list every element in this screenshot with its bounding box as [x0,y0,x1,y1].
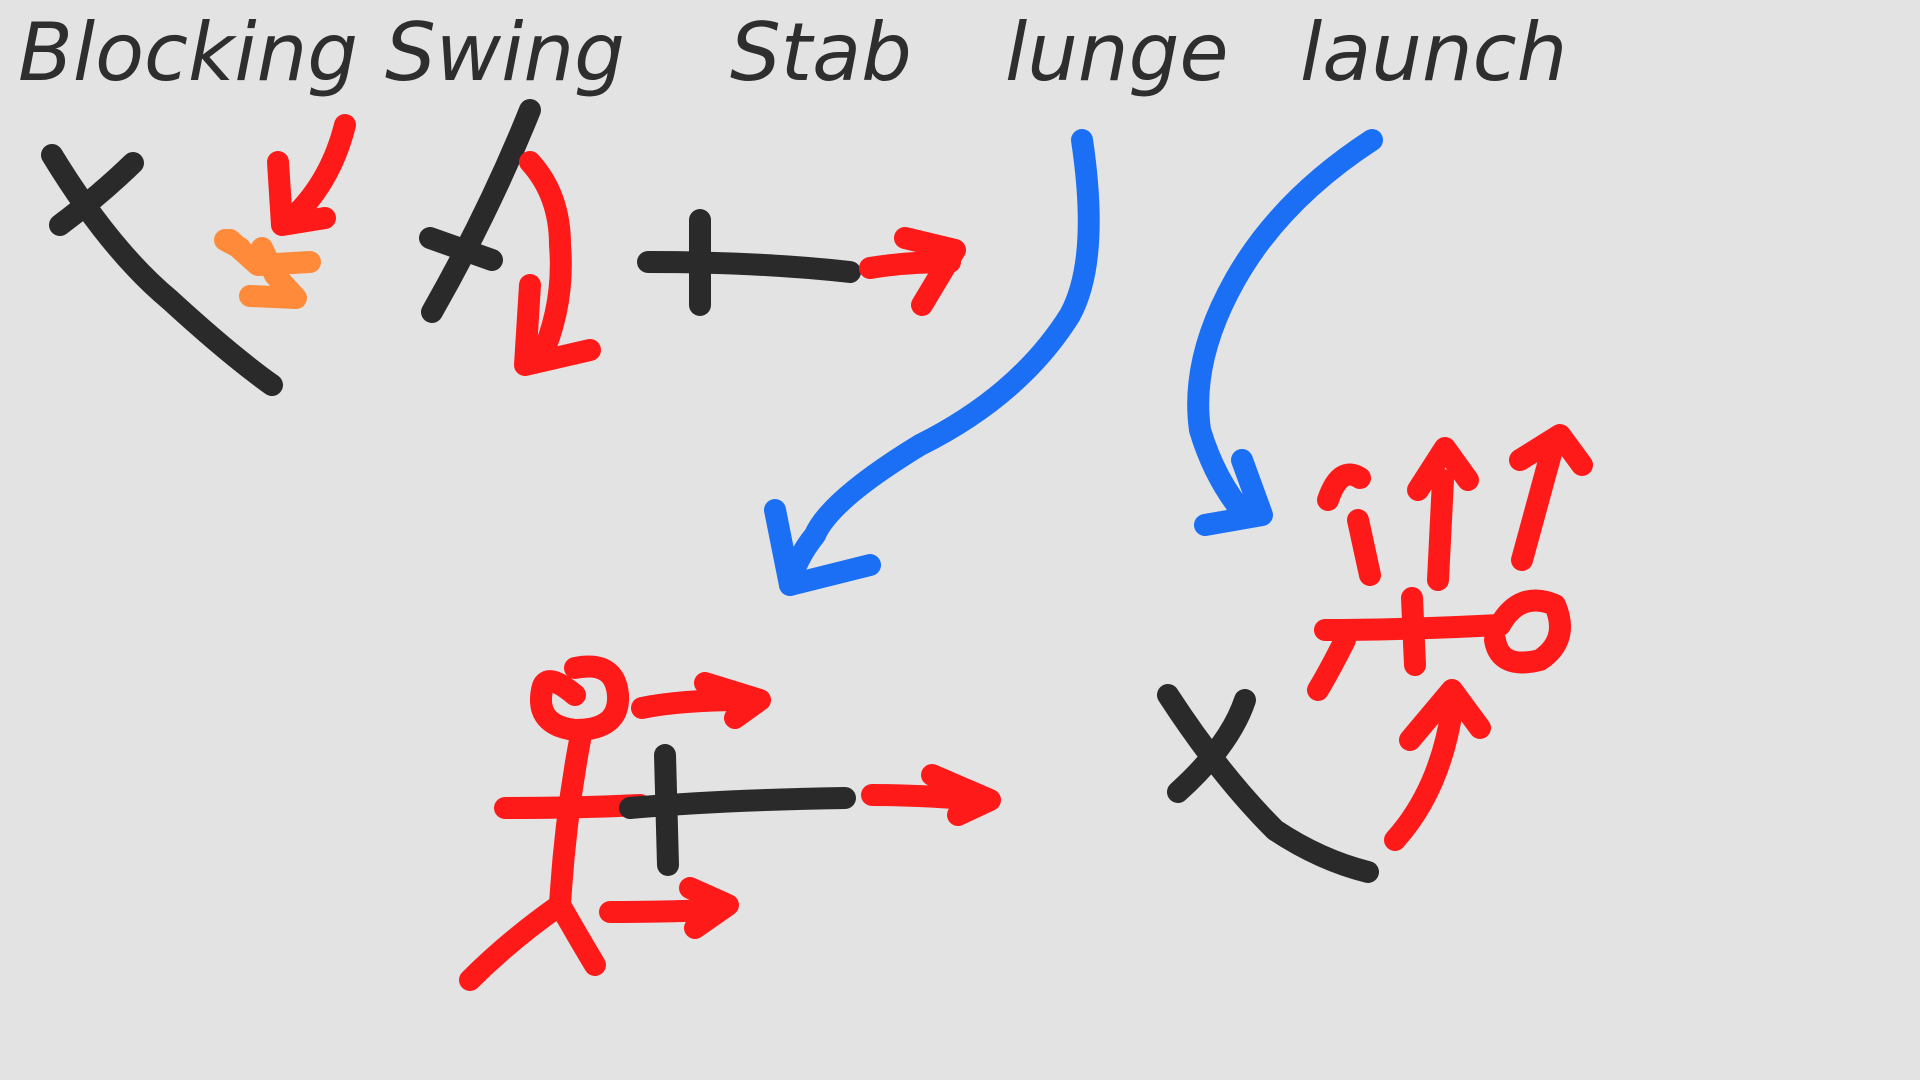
label-stab: Stab [730,6,912,99]
launch-upward-arrow [1384,679,1491,851]
lunge-stick-figure [459,655,651,991]
swing-arc-arrow [514,151,601,376]
label-lunge: lunge [1005,6,1229,99]
label-blocking: Blocking [18,6,358,99]
stab-sword [637,209,861,316]
label-launch: launch [1300,6,1567,99]
lunge-motion-arrows [599,672,1001,939]
lunge-sword [619,744,856,876]
blocking-sword [41,144,283,396]
launch-airborne-figure [1307,587,1571,701]
blocking-deflection-marks [214,229,321,309]
launch-rising-arrows [1317,424,1593,591]
launch-curved-arrow [1187,129,1383,536]
stab-forward-arrow [859,227,966,316]
lunge-curved-arrow [764,129,1100,596]
label-swing: Swing [385,6,625,99]
swing-sword [419,99,541,323]
launch-sword [1157,684,1379,883]
blocking-incoming-arrow [267,114,356,236]
